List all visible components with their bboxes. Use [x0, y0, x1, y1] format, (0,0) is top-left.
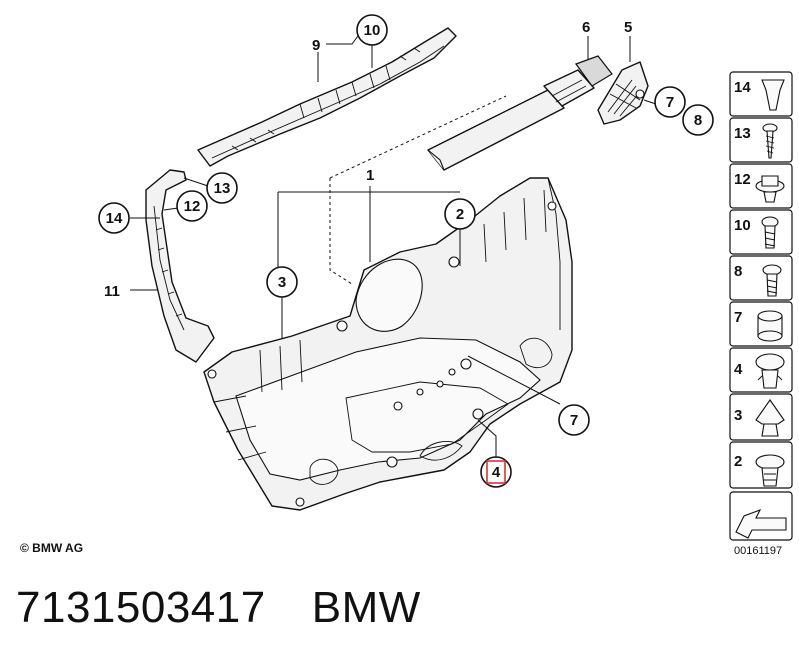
callout-14-label: 14 [106, 210, 123, 227]
callout-8: 8 [682, 104, 714, 136]
callout-9-label: 9 [312, 37, 320, 54]
legend-num-2: 2 [734, 453, 742, 470]
callout-14: 14 [98, 202, 130, 234]
legend-num-7: 7 [734, 309, 742, 326]
grommet-icon [755, 175, 785, 203]
highlight-marker [486, 460, 506, 484]
orientation-arrow-box [729, 491, 793, 541]
clip-nut-icon [761, 79, 785, 111]
bushing-icon [757, 310, 783, 342]
tailgate-trim-panel [203, 177, 573, 511]
part-number: 7131503417 [16, 583, 266, 632]
callout-11-label: 11 [104, 283, 120, 300]
callout-10-label: 10 [364, 22, 381, 39]
callout-1-label: 1 [366, 167, 374, 184]
callout-5: 5 [624, 19, 632, 36]
diagram-number: 00161197 [734, 545, 783, 557]
parts-diagram: 9 10 6 5 7 8 1 2 3 13 12 14 11 [98, 14, 793, 541]
legend-row-8: 8 [729, 255, 793, 301]
legend-row-13: 13 [729, 117, 793, 163]
callout-2: 2 [444, 198, 476, 230]
mounting-bracket [597, 61, 649, 125]
arrow-icon [735, 508, 787, 539]
screw-icon [762, 123, 778, 159]
copyright-notice: © BMW AG [20, 541, 84, 555]
push-clip-icon [755, 353, 785, 389]
fir-tree-clip-icon [755, 454, 785, 487]
legend-column: 14 13 12 10 [729, 71, 793, 541]
callout-4-label: 4 [492, 464, 501, 481]
legend-row-10: 10 [729, 209, 793, 255]
callout-5-label: 5 [624, 19, 632, 36]
caption: 7131503417 BMW [16, 583, 467, 633]
callout-3-label: 3 [278, 274, 286, 291]
callout-13-label: 13 [214, 180, 231, 197]
expansion-rivet-icon [755, 399, 785, 437]
callout-1: 1 [366, 167, 374, 184]
side-trim-strip [145, 169, 215, 363]
legend-num-13: 13 [734, 125, 751, 142]
legend-row-3: 3 [729, 393, 793, 441]
hex-bolt-icon [762, 264, 782, 297]
legend-row-12: 12 [729, 163, 793, 209]
callout-7-top: 7 [654, 86, 686, 118]
callout-6: 6 [582, 19, 590, 36]
leader-lines [130, 35, 657, 458]
callout-2-label: 2 [456, 206, 464, 223]
callout-13: 13 [206, 172, 238, 204]
legend-row-14: 14 [729, 71, 793, 117]
callout-3: 3 [266, 266, 298, 298]
bolt-icon [761, 216, 779, 249]
legend-num-10: 10 [734, 217, 751, 234]
legend-num-4: 4 [734, 361, 743, 378]
legend-num-12: 12 [734, 171, 751, 188]
upper-trim-rail [197, 27, 457, 167]
legend-num-14: 14 [734, 79, 751, 96]
legend-num-8: 8 [734, 263, 742, 280]
legend-row-4: 4 [729, 347, 793, 393]
legend-row-2: 2 [729, 441, 793, 489]
callout-11: 11 [104, 283, 120, 300]
legend-row-7: 7 [729, 301, 793, 347]
callout-4: 4 [480, 456, 512, 488]
callout-7-main-label: 7 [570, 412, 578, 429]
connector-housing [427, 55, 613, 171]
brand-name: BMW [311, 583, 421, 632]
callout-12-label: 12 [184, 198, 201, 215]
callout-6-label: 6 [582, 19, 590, 36]
callout-7-top-label: 7 [666, 94, 674, 111]
legend-num-3: 3 [734, 407, 742, 424]
callout-7-main: 7 [558, 404, 590, 436]
callout-9: 9 [312, 37, 320, 54]
callout-10: 10 [356, 14, 388, 46]
callout-8-label: 8 [694, 112, 702, 129]
callout-12: 12 [176, 190, 208, 222]
